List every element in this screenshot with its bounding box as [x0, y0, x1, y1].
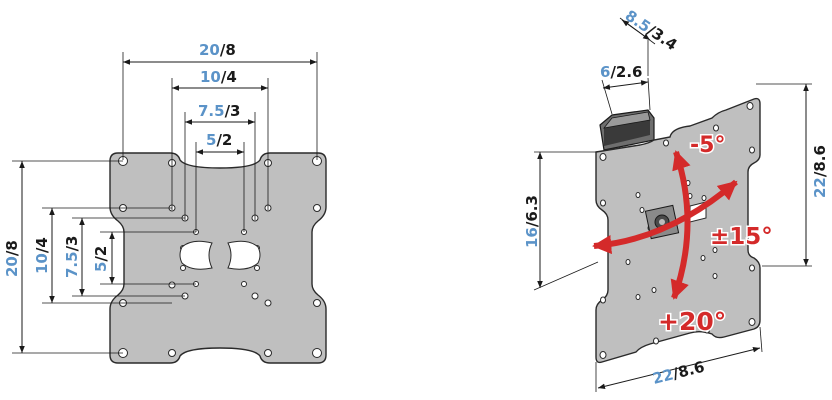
rotation-arrows [592, 150, 738, 300]
bottom-width-label: 22/8.6 [651, 358, 707, 388]
front-horizontal-dims [122, 52, 318, 232]
tilt-down-angle: +20° [658, 307, 726, 336]
tilt-up-angle: -5° [690, 133, 725, 158]
front-width-7-5-label: 7.5/3 [198, 102, 241, 120]
front-height-5-label: 5/2 [92, 246, 110, 272]
front-height-20-label: 20/8 [3, 240, 21, 277]
perspective-view: -5° +20° ±15° 8.5/3.4 6/2.6 16 [523, 6, 829, 392]
right-height-label: 22/8.6 [811, 145, 829, 198]
front-height-7-5-label: 7.5/3 [63, 236, 81, 279]
front-width-5-label: 5/2 [206, 131, 232, 149]
front-slot-right [227, 240, 261, 270]
swivel-arrow [592, 179, 738, 255]
front-slot-left [179, 240, 213, 270]
front-vertical-dims [12, 160, 196, 354]
perspective-dims [533, 17, 812, 392]
front-height-10-label: 10/4 [33, 237, 51, 274]
front-plate [109, 152, 327, 364]
depth-dimension-label: 8.5/3.4 [622, 6, 681, 54]
front-view: 20/8 10/4 7.5/3 5/2 20/8 10/4 7.5/3 5/2 [3, 41, 327, 364]
arm-dimension-label: 6/2.6 [600, 63, 643, 81]
swivel-angle: ±15° [710, 224, 773, 250]
front-width-10-label: 10/4 [200, 68, 237, 86]
front-width-20-label: 20/8 [199, 41, 236, 59]
left-height-label: 16/6.3 [523, 195, 541, 248]
